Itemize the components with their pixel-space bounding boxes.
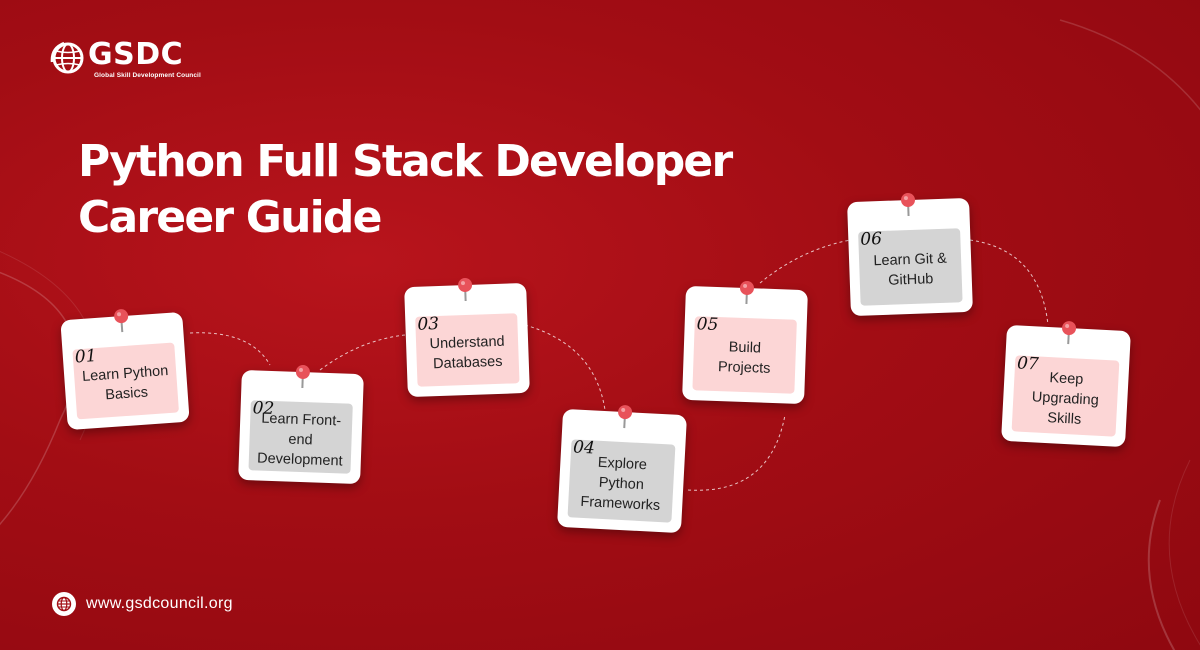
- page-title: Python Full Stack Developer Career Guide: [78, 134, 838, 246]
- footer: www.gsdcouncil.org: [52, 592, 233, 616]
- step-number: 03: [417, 313, 440, 335]
- logo-text: GSDC: [88, 37, 184, 72]
- step-label: Build Projects: [717, 339, 771, 377]
- step-label: Learn Python Basics: [81, 363, 169, 404]
- logo-subtitle: Global Skill Development Council: [94, 72, 201, 79]
- pushpin-icon: [739, 281, 754, 305]
- step-number: 06: [860, 228, 883, 250]
- step-number: 01: [74, 345, 98, 368]
- step-card-04: 04 Explore Python Frameworks: [556, 405, 688, 534]
- step-card-05: 05 Build Projects: [682, 281, 808, 405]
- pushpin-icon: [1062, 321, 1077, 345]
- globe-icon: [52, 592, 76, 616]
- step-number: 05: [696, 314, 719, 336]
- step-number: 07: [1016, 353, 1040, 375]
- title-line-2: Career Guide: [78, 192, 382, 243]
- pushpin-icon: [295, 365, 310, 389]
- step-label: Understand Databases: [429, 333, 505, 373]
- step-card-01: 01 Learn Python Basics: [60, 309, 190, 431]
- step-label: Keep Upgrading Skills: [1031, 370, 1100, 428]
- step-label: Learn Git & GitHub: [873, 250, 948, 289]
- pushpin-icon: [618, 405, 633, 429]
- title-line-1: Python Full Stack Developer: [78, 136, 733, 187]
- step-number: 02: [252, 398, 275, 420]
- pushpin-icon: [901, 193, 916, 217]
- step-card-06: 06 Learn Git & GitHub: [847, 193, 973, 317]
- globe-logo-icon: [50, 41, 84, 74]
- gsdc-logo: GSDC Global Skill Development Council: [50, 38, 250, 84]
- step-card-03: 03 Understand Databases: [404, 278, 530, 398]
- step-card-02: 02 Learn Front-end Development: [238, 365, 364, 485]
- pushpin-icon: [114, 309, 129, 333]
- step-number: 04: [572, 437, 596, 459]
- website-link[interactable]: www.gsdcouncil.org: [86, 595, 233, 612]
- step-card-07: 07 Keep Upgrading Skills: [1001, 321, 1131, 448]
- pushpin-icon: [458, 278, 473, 302]
- step-label: Explore Python Frameworks: [580, 454, 661, 515]
